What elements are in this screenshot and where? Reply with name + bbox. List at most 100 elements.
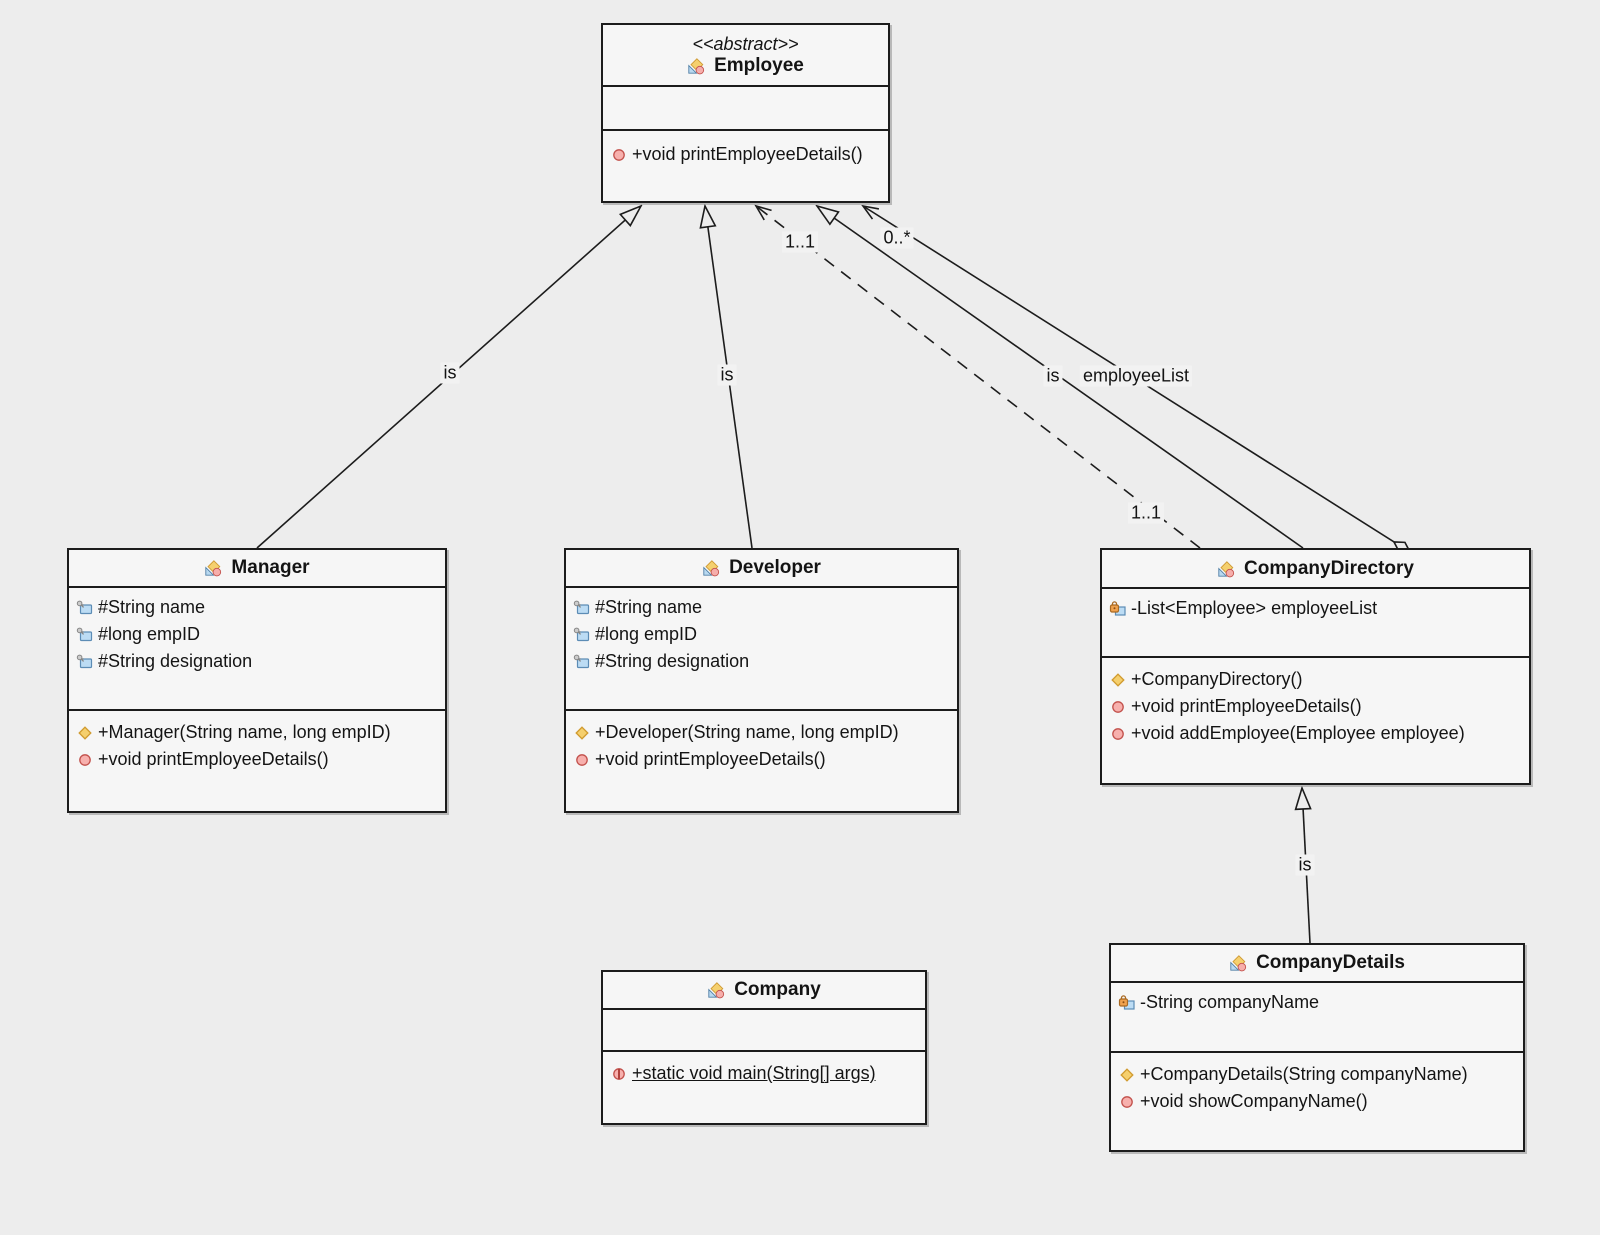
employee-title: <<abstract>> Employee <box>603 25 888 87</box>
operation-row: +CompanyDirectory() <box>1109 666 1523 693</box>
class-box-companydirectory[interactable]: CompanyDirectory -List<Employee> employe… <box>1100 548 1531 785</box>
attribute-row: -List<Employee> employeeList <box>1109 595 1523 622</box>
class-icon <box>687 56 705 76</box>
attribute-text: -List<Employee> employeeList <box>1131 598 1378 618</box>
employee-stereotype: <<abstract>> <box>692 34 799 54</box>
protected-field-icon <box>573 599 591 617</box>
operation-row: +CompanyDetails(String companyName) <box>1118 1061 1517 1088</box>
constructor-icon <box>1118 1066 1136 1084</box>
company-attributes-section <box>603 1010 925 1052</box>
protected-field-icon <box>573 653 591 671</box>
class-name-companydirectory: CompanyDirectory <box>1244 557 1414 579</box>
class-name-manager: Manager <box>231 557 310 578</box>
edge-label-multiplicity-1-1-near-companydirectory: 1..1 <box>1127 502 1165 524</box>
attribute-row: #String name <box>76 594 439 621</box>
attribute-text: #String name <box>98 597 206 617</box>
operation-row: +void printEmployeeDetails() <box>76 746 439 773</box>
attribute-row: #String designation <box>573 648 951 675</box>
edge-label-multiplicity-1-1-near-employee: 1..1 <box>781 231 819 253</box>
operation-text: +CompanyDirectory() <box>1131 669 1303 689</box>
class-box-manager[interactable]: Manager #String name #long empID #String… <box>67 548 447 813</box>
class-box-company[interactable]: Company +static void main(String[] args) <box>601 970 927 1125</box>
operation-text: +void printEmployeeDetails() <box>1131 696 1362 716</box>
class-name-developer: Developer <box>729 557 821 578</box>
operation-text: +CompanyDetails(String companyName) <box>1140 1064 1468 1084</box>
public-method-icon <box>1109 725 1127 743</box>
private-field-icon <box>1118 994 1136 1012</box>
operation-row: +static void main(String[] args) <box>610 1060 919 1087</box>
protected-field-icon <box>76 626 94 644</box>
companydetails-operations-section: +CompanyDetails(String companyName) +voi… <box>1111 1053 1523 1150</box>
operation-text: +void showCompanyName() <box>1140 1091 1368 1111</box>
manager-operations-section: +Manager(String name, long empID) +void … <box>69 711 445 811</box>
public-method-icon <box>573 751 591 769</box>
class-box-developer[interactable]: Developer #String name #long empID #Stri… <box>564 548 959 813</box>
attribute-row: #long empID <box>76 621 439 648</box>
company-operations-section: +static void main(String[] args) <box>603 1052 925 1123</box>
attribute-row: #String name <box>573 594 951 621</box>
operation-text: +void printEmployeeDetails() <box>632 144 863 164</box>
private-field-icon <box>1109 600 1127 618</box>
edge-label-is-developer: is <box>717 364 737 386</box>
operation-row: +void printEmployeeDetails() <box>573 746 951 773</box>
static-method-icon <box>610 1065 628 1083</box>
operation-text: +static void main(String[] args) <box>632 1063 876 1083</box>
attribute-text: #long empID <box>98 624 201 644</box>
companydirectory-operations-section: +CompanyDirectory() +void printEmployeeD… <box>1102 658 1529 783</box>
operation-row: +void printEmployeeDetails() <box>610 141 882 168</box>
operation-text: +void printEmployeeDetails() <box>595 749 826 769</box>
class-name-employee: Employee <box>714 55 804 76</box>
constructor-icon <box>1109 671 1127 689</box>
operation-text: +Developer(String name, long empID) <box>595 722 899 742</box>
attribute-text: #long empID <box>595 624 698 644</box>
attribute-row: -String companyName <box>1118 989 1517 1016</box>
public-method-icon <box>76 751 94 769</box>
operation-row: +Manager(String name, long empID) <box>76 719 439 746</box>
developer-operations-section: +Developer(String name, long empID) +voi… <box>566 711 957 811</box>
company-title: Company <box>603 972 925 1010</box>
attribute-text: #String designation <box>98 651 253 671</box>
operation-text: +void addEmployee(Employee employee) <box>1131 723 1465 743</box>
protected-field-icon <box>76 653 94 671</box>
companydirectory-attributes-section: -List<Employee> employeeList <box>1102 589 1529 658</box>
class-icon <box>707 980 725 1000</box>
class-name-companydetails: CompanyDetails <box>1256 952 1405 973</box>
companydirectory-title: CompanyDirectory <box>1102 550 1529 589</box>
edge-label-multiplicity-0-star: 0..* <box>880 227 914 249</box>
attribute-text: -String companyName <box>1140 992 1320 1012</box>
constructor-icon <box>76 724 94 742</box>
operation-row: +void showCompanyName() <box>1118 1088 1517 1115</box>
developer-attributes-section: #String name #long empID #String designa… <box>566 588 957 711</box>
attribute-text: #String name <box>595 597 703 617</box>
public-method-icon <box>1109 698 1127 716</box>
attribute-row: #String designation <box>76 648 439 675</box>
companydetails-attributes-section: -String companyName <box>1111 983 1523 1053</box>
edge-label-is-manager: is <box>440 362 460 384</box>
class-box-companydetails[interactable]: CompanyDetails -String companyName +Comp… <box>1109 943 1525 1152</box>
class-name-company: Company <box>734 979 821 1000</box>
edge-label-employeelist: employeeList <box>1079 365 1193 387</box>
attribute-text: #String designation <box>595 651 750 671</box>
edge-label-is-companydirectory: is <box>1043 365 1063 387</box>
protected-field-icon <box>573 626 591 644</box>
class-box-employee[interactable]: <<abstract>> Employee +void printEmploye… <box>601 23 890 203</box>
edge-label-is-companydetails: is <box>1295 854 1315 876</box>
public-method-icon <box>1118 1093 1136 1111</box>
operation-row: +void printEmployeeDetails() <box>1109 693 1523 720</box>
class-icon <box>204 558 222 578</box>
class-icon <box>1229 953 1247 973</box>
public-method-icon <box>610 146 628 164</box>
operation-text: +void printEmployeeDetails() <box>98 749 329 769</box>
class-icon <box>1217 559 1235 579</box>
companydetails-title: CompanyDetails <box>1111 945 1523 983</box>
operation-row: +void addEmployee(Employee employee) <box>1109 720 1523 747</box>
manager-attributes-section: #String name #long empID #String designa… <box>69 588 445 711</box>
protected-field-icon <box>76 599 94 617</box>
employee-attributes-section <box>603 87 888 131</box>
manager-title: Manager <box>69 550 445 588</box>
operation-row: +Developer(String name, long empID) <box>573 719 951 746</box>
class-icon <box>702 558 720 578</box>
developer-title: Developer <box>566 550 957 588</box>
attribute-row: #long empID <box>573 621 951 648</box>
operation-text: +Manager(String name, long empID) <box>98 722 391 742</box>
